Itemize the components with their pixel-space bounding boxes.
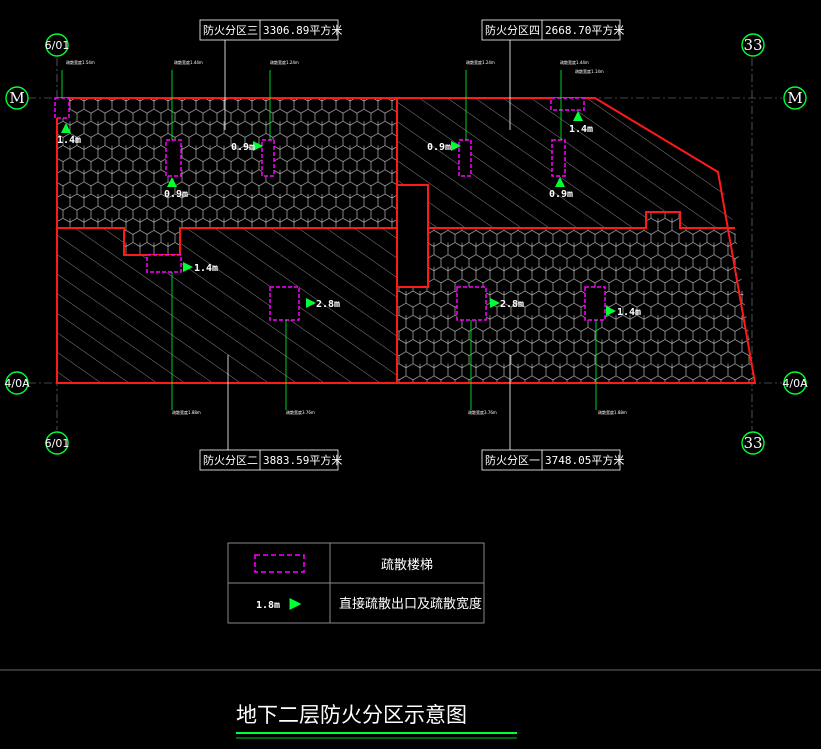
axis-bottom-right: 33 bbox=[743, 434, 762, 452]
legend-stair-label: 疏散楼梯 bbox=[381, 558, 433, 573]
axis-labels: 6/01 33 M M 4/0A 4/0A 6/01 33 bbox=[4, 36, 808, 452]
leader-lines bbox=[61, 70, 597, 410]
axis-top-right: 33 bbox=[743, 36, 762, 54]
stair-notes: 疏散宽度1.54m 疏散宽度1.44m 疏散宽度1.24m 疏散宽度1.24m … bbox=[66, 59, 627, 415]
exit-label-2: 0.9m bbox=[164, 189, 188, 200]
stair-5 bbox=[550, 97, 585, 111]
zone-fills bbox=[57, 98, 755, 383]
stair-10 bbox=[584, 286, 606, 321]
axis-bottom-left: 6/01 bbox=[45, 437, 70, 450]
exit-labels: 1.4m 0.9m 0.9m 0.9m 1.4m 0.9m 1.4m 2.8m … bbox=[57, 124, 641, 318]
zone-leaders bbox=[224, 40, 511, 450]
drawing-title: 地下二层防火分区示意图 bbox=[236, 703, 467, 727]
zone4-fill bbox=[397, 98, 735, 228]
axis-side-left: 4/0A bbox=[4, 377, 30, 390]
zone1-name: 防火分区一 bbox=[485, 453, 540, 467]
core-void bbox=[399, 187, 426, 285]
zone3-name: 防火分区三 bbox=[203, 23, 258, 37]
exit-label-9: 2.8m bbox=[316, 299, 340, 310]
stair-3 bbox=[261, 139, 275, 177]
exit-label-10: 2.8m bbox=[500, 299, 524, 310]
stair-2 bbox=[165, 139, 182, 177]
zone3-area: 3306.89平方米 bbox=[263, 23, 342, 37]
legend: 疏散楼梯 1.8m 直接疏散出口及疏散宽度 bbox=[227, 542, 485, 624]
exit-label-8: 1.4m bbox=[194, 263, 218, 274]
stair-note-5: 疏散宽度1.44m bbox=[560, 59, 589, 65]
zone2-area: 3883.59平方米 bbox=[263, 453, 342, 467]
exit-label-4: 0.9m bbox=[427, 142, 451, 153]
exit-label-5: 1.4m bbox=[569, 124, 593, 135]
stair-note-6: 疏散宽度1.14m bbox=[575, 68, 604, 74]
exit-arrows bbox=[61, 111, 616, 316]
axis-side-right: 4/0A bbox=[782, 377, 808, 390]
zone2-name: 防火分区二 bbox=[203, 453, 258, 467]
stairs bbox=[54, 97, 606, 321]
stair-4 bbox=[458, 139, 472, 177]
zone4-name: 防火分区四 bbox=[485, 23, 540, 37]
stair-note-1: 疏散宽度1.54m bbox=[66, 59, 95, 65]
axis-m-left: M bbox=[9, 89, 24, 107]
stair-note-10: 疏散宽度1.88m bbox=[598, 409, 627, 415]
exit-label-6: 0.9m bbox=[549, 189, 573, 200]
stair-note-2: 疏散宽度1.44m bbox=[174, 59, 203, 65]
stair-note-9: 疏散宽度3.76m bbox=[468, 409, 497, 415]
stair-8 bbox=[269, 286, 300, 321]
stair-1 bbox=[54, 97, 70, 119]
zone1-area: 3748.05平方米 bbox=[545, 453, 624, 467]
axis-m-right: M bbox=[787, 89, 802, 107]
zone2-fill bbox=[57, 228, 397, 383]
stair-7 bbox=[146, 254, 182, 273]
stair-6 bbox=[551, 139, 566, 177]
stair-note-8: 疏散宽度3.76m bbox=[286, 409, 315, 415]
stair-note-7: 疏散宽度1.88m bbox=[172, 409, 201, 415]
axis-top-left: 6/01 bbox=[45, 39, 70, 52]
zone3-fill bbox=[57, 98, 397, 255]
legend-stair-swatch bbox=[254, 554, 305, 573]
zone-label-boxes bbox=[199, 19, 621, 471]
exit-label-11: 1.4m bbox=[617, 307, 641, 318]
exit-label-3: 0.9m bbox=[231, 142, 255, 153]
stair-9 bbox=[456, 286, 487, 321]
exit-label-1: 1.4m bbox=[57, 135, 81, 146]
zone4-area: 2668.70平方米 bbox=[545, 23, 624, 37]
zone-labels: 防火分区三 3306.89平方米 防火分区四 2668.70平方米 防火分区二 … bbox=[203, 23, 624, 467]
legend-exit-sample: 1.8m bbox=[256, 600, 280, 611]
stair-note-4: 疏散宽度1.24m bbox=[466, 59, 495, 65]
legend-exit-label: 直接疏散出口及疏散宽度 bbox=[339, 596, 482, 612]
axis-bubbles bbox=[5, 33, 807, 455]
zone1-fill bbox=[397, 212, 755, 383]
stair-note-3: 疏散宽度1.24m bbox=[270, 59, 299, 65]
